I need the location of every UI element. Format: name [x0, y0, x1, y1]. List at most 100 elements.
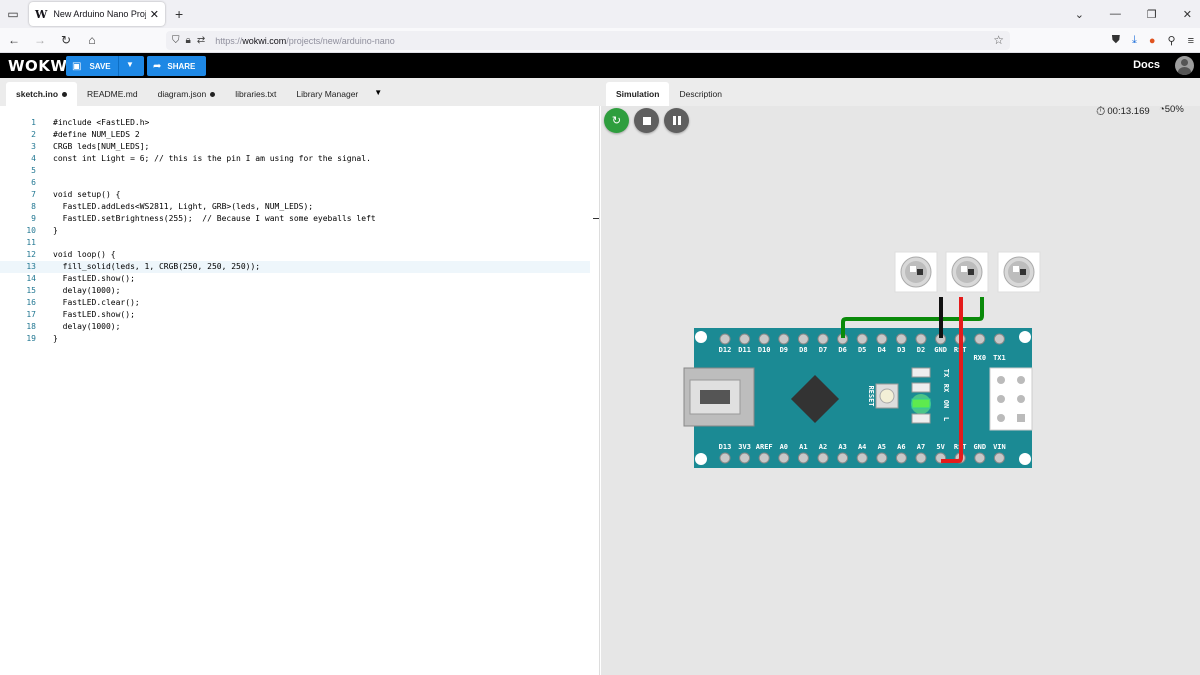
reset-button[interactable]: [875, 383, 899, 409]
tab-description[interactable]: Description: [679, 89, 722, 99]
extensions-icon[interactable]: ⚲: [1167, 35, 1176, 47]
tabs-menu-caret-icon[interactable]: ▼: [374, 88, 383, 97]
header-pin[interactable]: [856, 333, 868, 345]
restore-icon[interactable]: ❐: [1146, 8, 1157, 21]
pin-label: D11: [738, 346, 751, 354]
header-pin[interactable]: [895, 452, 907, 464]
header-pin[interactable]: [719, 452, 731, 464]
chevron-down-icon[interactable]: ⌄: [1074, 8, 1084, 21]
header-pin[interactable]: [778, 452, 790, 464]
line-number: 2: [31, 130, 36, 139]
save-dropdown-icon[interactable]: ▼: [126, 60, 134, 69]
header-pin[interactable]: [758, 452, 770, 464]
reload-icon[interactable]: ↻: [60, 33, 72, 47]
modified-dot-icon: [210, 91, 216, 97]
header-pin[interactable]: [915, 333, 927, 345]
code-text: FastLED.setBrightness(255); // Because I…: [53, 214, 376, 223]
url-bar[interactable]: ⛉ 🔒︎ ⇄ https://wokwi.com/projects/new/ar…: [166, 31, 1010, 50]
header-pin[interactable]: [876, 452, 888, 464]
header-pin[interactable]: [778, 333, 790, 345]
close-tab-icon[interactable]: ✕: [149, 8, 159, 21]
code-text: void loop() {: [53, 250, 116, 259]
code-text: delay(1000);: [53, 286, 121, 295]
signal-wire-green[interactable]: [841, 297, 984, 338]
share-button[interactable]: ➦ SHARE: [147, 56, 206, 76]
permissions-icon[interactable]: ⇄: [196, 35, 206, 46]
pin-label: 3V3: [738, 443, 751, 451]
header-pin[interactable]: [993, 333, 1005, 345]
header-pin[interactable]: [719, 333, 731, 345]
menu-icon[interactable]: ≡: [1187, 34, 1194, 47]
header-pin[interactable]: [915, 452, 927, 464]
header-pin[interactable]: [739, 452, 751, 464]
tab-list-icon[interactable]: ▭: [7, 7, 19, 21]
tab-readme-md[interactable]: README.md: [87, 89, 138, 99]
browser-tab[interactable]: W New Arduino Nano Project - W ✕: [29, 2, 165, 26]
header-pin[interactable]: [797, 452, 809, 464]
download-icon[interactable]: ⤓: [1131, 34, 1137, 46]
forward-icon[interactable]: →: [34, 33, 46, 47]
tab-simulation[interactable]: Simulation: [606, 82, 670, 106]
pin-label: A1: [799, 443, 807, 451]
header-pin[interactable]: [739, 333, 751, 345]
window-controls: ⌄ — ❐ ✕: [1075, 0, 1192, 28]
pocket-icon[interactable]: ⛊: [1111, 34, 1120, 46]
docs-link[interactable]: Docs: [1133, 59, 1160, 71]
neopixel-led-1[interactable]: [894, 251, 938, 293]
extension-badge-icon[interactable]: ●: [1148, 34, 1156, 47]
onboard-led-label: TX: [942, 369, 950, 378]
icsp-header: [997, 376, 1025, 422]
editor-tabs: sketch.ino README.md diagram.json librar…: [0, 78, 600, 106]
tab-library-manager[interactable]: Library Manager: [296, 89, 359, 99]
line-number: 3: [31, 142, 36, 151]
line-number: 14: [26, 274, 36, 283]
power-wire-red[interactable]: [941, 297, 963, 463]
tab-diagram-json[interactable]: diagram.json: [148, 82, 226, 106]
minimize-icon[interactable]: —: [1109, 8, 1121, 20]
header-pin[interactable]: [895, 333, 907, 345]
neopixel-led-2[interactable]: [945, 251, 989, 293]
header-pin[interactable]: [974, 452, 986, 464]
code-text: FastLED.clear();: [53, 298, 140, 307]
header-pin[interactable]: [797, 333, 809, 345]
restart-simulation-button[interactable]: ↻: [604, 108, 629, 133]
stop-icon: [642, 116, 651, 125]
code-text: #define NUM_LEDS 2: [53, 130, 140, 139]
wokwi-logo[interactable]: WOKWI: [8, 56, 74, 75]
line-number: 19: [26, 334, 36, 343]
bookmark-star-icon[interactable]: ☆: [993, 33, 1004, 47]
code-editor[interactable]: 1#include <FastLED.h>2#define NUM_LEDS 2…: [0, 106, 600, 675]
avatar[interactable]: [1175, 56, 1194, 75]
neopixel-led-3[interactable]: [997, 251, 1041, 293]
header-pin[interactable]: [758, 333, 770, 345]
shield-icon[interactable]: ⛉: [172, 35, 180, 46]
pin-label: GND: [973, 443, 986, 451]
pause-simulation-button[interactable]: [664, 108, 689, 133]
pin-label: D12: [719, 346, 732, 354]
header-pin[interactable]: [817, 452, 829, 464]
tab-sketch-ino[interactable]: sketch.ino: [6, 82, 78, 106]
back-icon[interactable]: ←: [8, 33, 20, 47]
header-pin[interactable]: [993, 452, 1005, 464]
close-window-icon[interactable]: ✕: [1182, 8, 1192, 21]
simulation-tabs: Simulation Description: [600, 78, 1200, 106]
header-pin[interactable]: [876, 333, 888, 345]
header-pin[interactable]: [856, 452, 868, 464]
new-tab-icon[interactable]: +: [175, 6, 184, 22]
stop-simulation-button[interactable]: [634, 108, 659, 133]
header-pin[interactable]: [974, 333, 986, 345]
pin-label: AREF: [756, 443, 773, 451]
header-pin[interactable]: [817, 333, 829, 345]
onboard-led-label: L: [942, 417, 950, 421]
tab-libraries-txt[interactable]: libraries.txt: [235, 89, 277, 99]
pin-label: A3: [838, 443, 846, 451]
home-icon[interactable]: ⌂: [88, 33, 96, 47]
lock-icon[interactable]: 🔒︎: [185, 35, 191, 46]
save-button[interactable]: ▣ SAVE ▼: [66, 56, 144, 76]
code-text: #include <FastLED.h>: [53, 118, 150, 127]
header-pin[interactable]: [837, 452, 849, 464]
code-line[interactable]: 13 fill_solid(leds, 1, CRGB(250, 250, 25…: [0, 261, 590, 273]
pin-label: D5: [858, 346, 866, 354]
